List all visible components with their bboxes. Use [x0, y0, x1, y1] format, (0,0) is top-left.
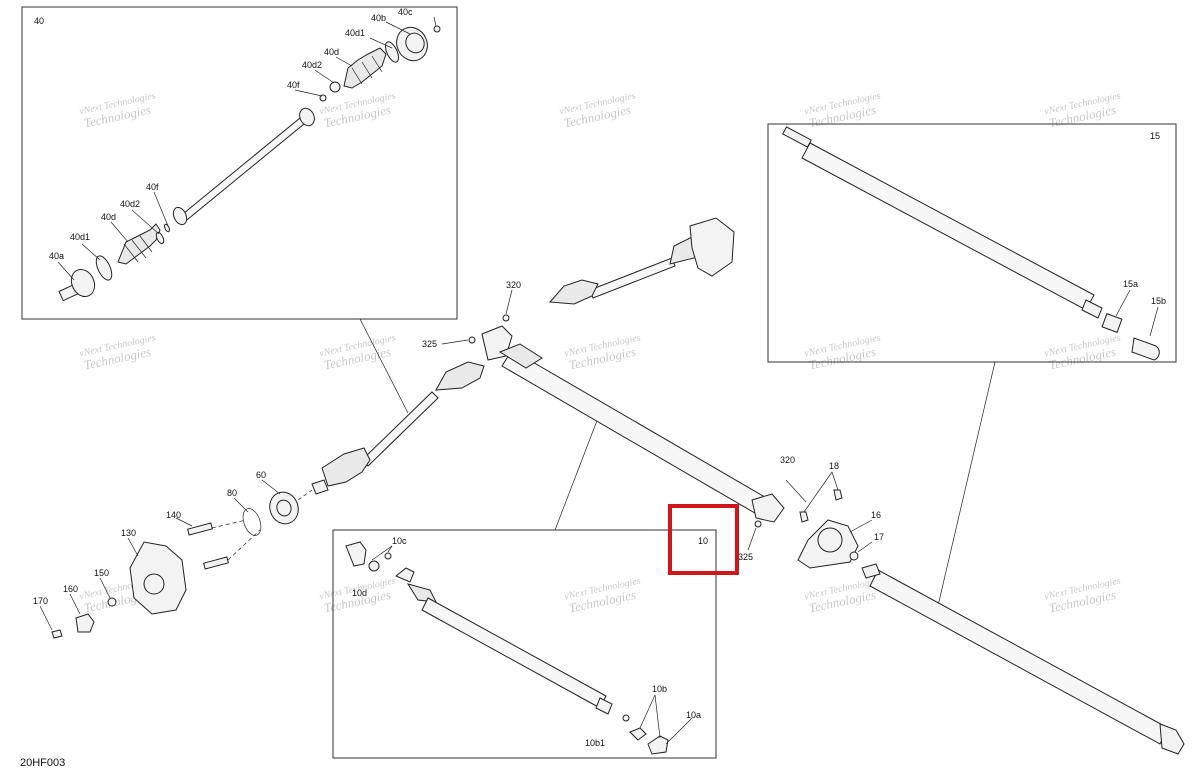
inset-front-axle-id: 40 [34, 16, 44, 26]
inset-rear-shaft-id: 15 [1150, 131, 1160, 141]
watermark: vNext Technologies Technologies [803, 90, 881, 130]
part-label: 40d2 [302, 60, 322, 70]
part-label: 320 [506, 280, 521, 290]
main-assembly [39, 217, 1185, 755]
prop-shaft-labels: 10c 10d 10b 10a 10b1 [352, 536, 701, 748]
part-label: 40f [146, 182, 159, 192]
highlight-label[interactable]: 10 [698, 536, 708, 546]
part-label: 10d [352, 588, 367, 598]
part-label: 15b [1151, 296, 1166, 306]
main-labels: 320 325 60 80 140 130 150 160 170 320 18… [33, 280, 884, 606]
inset-leader-line [936, 361, 996, 611]
watermark: vNext Technologies Technologies [78, 332, 156, 372]
rear-shaft-labels: 15a 15b [1123, 279, 1166, 306]
part-label: 325 [422, 339, 437, 349]
watermark: vNext Technologies Technologies [563, 575, 641, 615]
part-label: 60 [256, 470, 266, 480]
rear-shaft-exploded [782, 126, 1160, 361]
part-label: 18 [829, 461, 839, 471]
watermark: vNext Technologies Technologies [803, 332, 881, 372]
part-label: 40a [49, 251, 64, 261]
part-label: 40d [324, 47, 339, 57]
part-label: 150 [94, 568, 109, 578]
inset-leader-line [359, 318, 409, 414]
part-label: 80 [227, 488, 237, 498]
part-label: 15a [1123, 279, 1138, 289]
part-label: 40d1 [70, 232, 90, 242]
front-axle-exploded [57, 16, 441, 302]
part-label: 160 [63, 584, 78, 594]
watermark: vNext Technologies Technologies [318, 90, 396, 130]
part-label: 40d1 [345, 28, 365, 38]
watermark: vNext Technologies Technologies [1043, 90, 1121, 130]
prop-shaft-exploded [345, 541, 693, 755]
part-label: 17 [874, 532, 884, 542]
inset-prop-shaft-box [332, 529, 717, 759]
watermark: vNext Technologies Technologies [563, 332, 641, 372]
watermark: vNext Technologies Technologies [318, 332, 396, 372]
watermark-layer: vNext Technologies Technologies vNext Te… [78, 90, 1121, 615]
watermark: vNext Technologies Technologies [78, 90, 156, 130]
highlight-box[interactable] [668, 504, 739, 575]
part-label: 130 [121, 528, 136, 538]
part-label: 10c [392, 536, 407, 546]
part-label: 16 [871, 510, 881, 520]
part-label: 325 [738, 552, 753, 562]
part-label: 40d2 [120, 199, 140, 209]
watermark: vNext Technologies Technologies [1043, 575, 1121, 615]
part-label: 40f [287, 80, 300, 90]
inset-leader-line [554, 417, 599, 531]
part-label: 320 [780, 455, 795, 465]
part-label: 10b1 [585, 738, 605, 748]
inset-front-axle-box [21, 6, 458, 320]
part-label: 10b [652, 684, 667, 694]
part-label: 40d [101, 212, 116, 222]
part-label: 10a [686, 710, 701, 720]
part-label: 140 [166, 510, 181, 520]
part-label: 40c [398, 7, 413, 17]
inset-rear-shaft-box [767, 123, 1177, 363]
part-label: 40b [371, 13, 386, 23]
watermark: vNext Technologies Technologies [1043, 332, 1121, 372]
front-axle-labels: 40c 40b 40d1 40d 40d2 40f 40f 40d2 40d 4… [49, 7, 413, 261]
figure-code: 20HF003 [20, 757, 65, 769]
watermark: vNext Technologies Technologies [558, 90, 636, 130]
part-label: 170 [33, 596, 48, 606]
